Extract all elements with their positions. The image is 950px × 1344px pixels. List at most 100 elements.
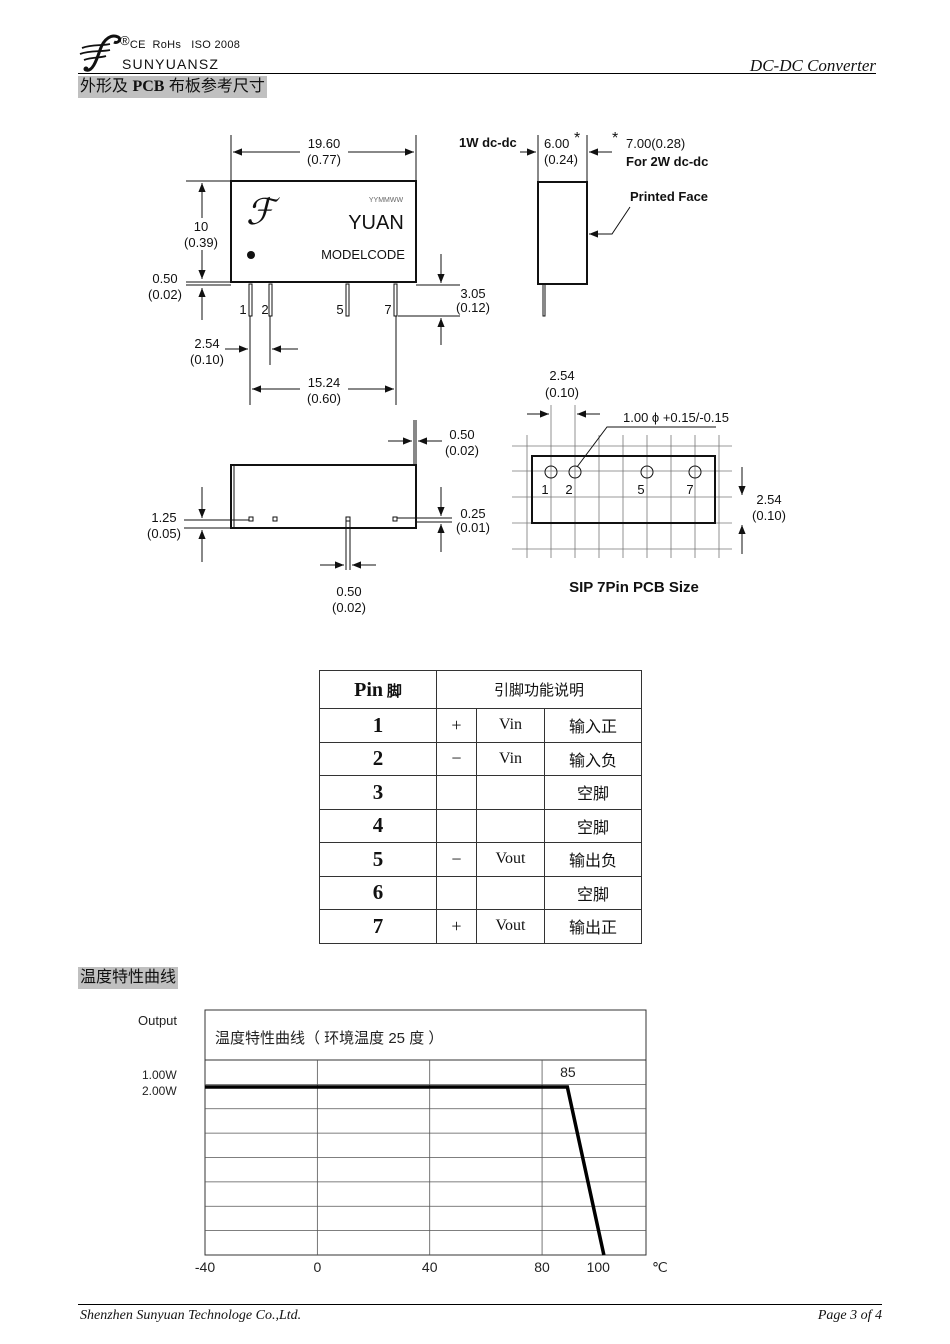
ce-mark: CE: [129, 39, 146, 51]
pin-description: 空脚: [544, 808, 642, 843]
dim-pinw-in: (0.02): [332, 600, 366, 615]
asterisk: *: [612, 130, 618, 147]
pin-polarity: +: [436, 909, 477, 944]
pin-polarity: [436, 875, 477, 910]
dim-pinlen-mm: 3.05: [460, 286, 485, 301]
header-pin-cn: 脚: [383, 684, 402, 700]
alt-thickness: 7.00(0.28): [626, 136, 685, 151]
pin-polarity: [436, 808, 477, 843]
label-1w: 1W dc-dc: [459, 135, 517, 150]
dim-span-mm: 15.24: [308, 375, 341, 390]
y-axis-label: Output: [138, 1013, 177, 1028]
pin-number: 3: [319, 775, 437, 810]
x-tick-label: 100: [587, 1259, 611, 1275]
dim-pcb-row-mm: 2.54: [756, 492, 781, 507]
dim-pinw-mm: 0.50: [336, 584, 361, 599]
brand-name: SUNYUANSZ: [122, 56, 220, 72]
annotation-85: 85: [560, 1064, 576, 1080]
pin-description: 空脚: [544, 775, 642, 810]
pin-signal: Vout: [476, 909, 545, 944]
alt-note: For 2W dc-dc: [626, 154, 708, 169]
y-tick-label: 1.00W: [142, 1068, 177, 1082]
dim-pinw-top-mm: 0.50: [449, 427, 474, 442]
dim-pcb-row-in: (0.10): [752, 508, 786, 523]
dim-offset-mm: 1.25: [151, 510, 176, 525]
dim-thick-mm: 6.00: [544, 136, 569, 151]
footer-divider: [78, 1304, 882, 1305]
pin-description: 输入正: [544, 708, 642, 743]
x-tick-label: 40: [422, 1259, 438, 1275]
dim-standoff-in: (0.02): [148, 287, 182, 302]
pin-polarity: −: [436, 741, 477, 776]
pcb-pin-label: 2: [565, 482, 572, 497]
dim-pitch-in: (0.10): [190, 352, 224, 367]
dim-height-in: (0.39): [184, 235, 218, 250]
header-function: 引脚功能说明: [436, 670, 642, 709]
module-marking: YUAN: [348, 212, 404, 234]
dim-pinw-top-in: (0.02): [445, 443, 479, 458]
pin-signal: [476, 808, 545, 843]
pin-description: 空脚: [544, 875, 642, 910]
x-tick-label: 80: [534, 1259, 550, 1275]
pin-label: 5: [336, 302, 343, 317]
module-body-bottom: [230, 464, 417, 529]
header-pin: Pin 脚: [319, 670, 437, 709]
pcb-pin-label: 7: [686, 482, 693, 497]
title-text: 外形及: [80, 78, 133, 95]
table-header-row: Pin 脚 引脚功能说明: [319, 670, 642, 709]
pin-number: 5: [319, 842, 437, 877]
dim-pcb-pitch-in: (0.10): [545, 385, 579, 400]
header-pin-text: Pin: [354, 679, 384, 701]
module-body-side: [537, 181, 588, 285]
dim-pcb-pitch-mm: 2.54: [549, 368, 574, 383]
pin-signal: [476, 775, 545, 810]
pin-description: 输出负: [544, 842, 642, 877]
date-code: YYMMWW: [369, 197, 404, 204]
dim-width-mm: 19.60: [308, 136, 341, 151]
pcb-pin-label: 5: [637, 482, 644, 497]
y-tick-label: 2.00W: [142, 1084, 177, 1098]
pin-polarity: −: [436, 842, 477, 877]
dim-standoff-mm: 0.50: [152, 271, 177, 286]
pin-number: 2: [319, 741, 437, 776]
asterisk: *: [574, 130, 580, 147]
model-code: MODELCODE: [321, 247, 405, 262]
pin-label: 2: [261, 302, 268, 317]
dim-thick-in: (0.01): [456, 520, 490, 535]
pin-signal: Vout: [476, 842, 545, 877]
dim-pitch-mm: 2.54: [194, 336, 219, 351]
dim-offset-in: (0.05): [147, 526, 181, 541]
registered-mark: ®: [120, 33, 130, 48]
pcb-pin-label: 1: [541, 482, 548, 497]
pcb-caption: SIP 7Pin PCB Size: [569, 579, 699, 596]
footer-company: Shenzhen Sunyuan Technologe Co.,Ltd.: [80, 1308, 302, 1323]
pin-signal: Vin: [476, 708, 545, 743]
x-tick-label: -40: [195, 1259, 215, 1275]
chart-title: 温度特性曲线（ 环境温度 25 度 ）: [215, 1029, 443, 1047]
mechanical-drawing: 19.60 (0.77) 10 (0.39) 0.50 (0.02) 3.05 …: [147, 130, 786, 615]
dim-span-in: (0.60): [307, 391, 341, 406]
pin-description: 输出正: [544, 909, 642, 944]
module-body-front: [230, 180, 417, 283]
module-logo-icon: ℱ: [246, 191, 280, 232]
title-text: 布板参考尺寸: [164, 78, 265, 95]
document-title: DC-DC Converter: [749, 56, 876, 75]
certifications: ®CE RoHs ISO 2008: [120, 33, 240, 51]
table-row: 3 空脚: [319, 775, 642, 810]
pin-polarity: +: [436, 708, 477, 743]
derating-curve: [205, 1085, 606, 1256]
printed-face-label: Printed Face: [630, 189, 708, 204]
pin-label: 1: [239, 302, 246, 317]
company-logo-icon: [79, 34, 122, 72]
pin-signal: [476, 875, 545, 910]
section-title-temperature: 温度特性曲线: [78, 967, 179, 989]
pin-number: 7: [319, 909, 437, 944]
pin1-dot-icon: [247, 251, 255, 259]
pin-signal: Vin: [476, 741, 545, 776]
dim-pinlen-in: (0.12): [456, 300, 490, 315]
